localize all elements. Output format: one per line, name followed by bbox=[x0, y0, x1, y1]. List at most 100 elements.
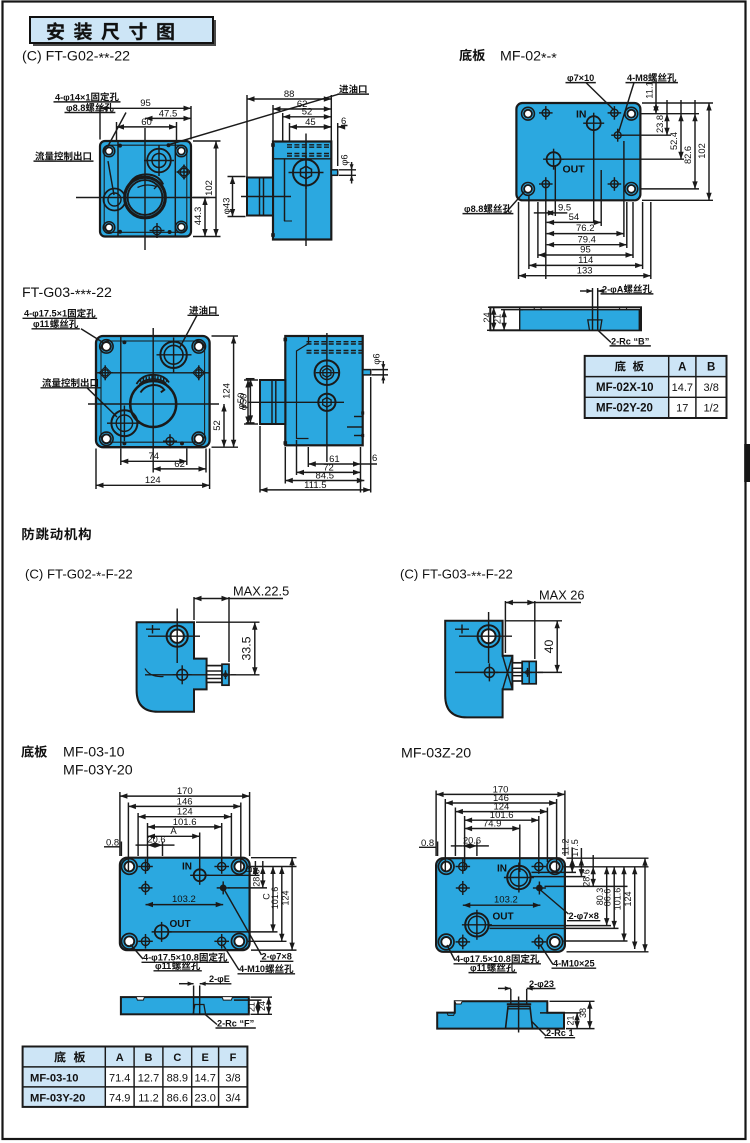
svg-text:0.8: 0.8 bbox=[421, 838, 434, 849]
svg-text:95: 95 bbox=[580, 245, 591, 256]
svg-text:0.8: 0.8 bbox=[106, 837, 119, 848]
svg-text:74: 74 bbox=[149, 451, 160, 462]
svg-text:φ50: φ50 bbox=[236, 393, 247, 410]
svg-text:6: 6 bbox=[372, 453, 377, 464]
svg-text:20.6: 20.6 bbox=[463, 836, 481, 846]
svg-text:52: 52 bbox=[302, 107, 313, 118]
svg-text:12.7: 12.7 bbox=[138, 1072, 159, 1084]
svg-text:φ43: φ43 bbox=[222, 198, 233, 215]
svg-text:86.6: 86.6 bbox=[167, 1092, 188, 1104]
svg-text:6: 6 bbox=[341, 116, 346, 127]
svg-text:62: 62 bbox=[297, 99, 308, 110]
svg-text:3/4: 3/4 bbox=[225, 1092, 240, 1104]
svg-text:B: B bbox=[707, 362, 715, 374]
svg-text:47.5: 47.5 bbox=[159, 108, 178, 119]
svg-text:OUT: OUT bbox=[493, 912, 514, 923]
svg-text:24: 24 bbox=[482, 312, 492, 322]
svg-text:146: 146 bbox=[177, 796, 193, 807]
svg-text:101.6: 101.6 bbox=[612, 888, 622, 911]
svg-text:4-φ17.5×1: 4-φ17.5×1 bbox=[24, 309, 67, 319]
svg-text:52.4: 52.4 bbox=[669, 132, 679, 150]
svg-text:OUT: OUT bbox=[170, 919, 191, 930]
svg-text:MAX.22.5: MAX.22.5 bbox=[233, 583, 289, 598]
svg-text:4-M8: 4-M8 bbox=[627, 73, 648, 83]
svg-text:38: 38 bbox=[578, 1008, 588, 1018]
svg-text:C: C bbox=[262, 893, 272, 900]
svg-text:95: 95 bbox=[140, 98, 151, 109]
svg-text:74.9: 74.9 bbox=[109, 1092, 130, 1104]
svg-text:2-φA: 2-φA bbox=[602, 284, 624, 294]
svg-text:2-Rc 1: 2-Rc 1 bbox=[546, 1028, 574, 1038]
svg-text:60: 60 bbox=[141, 117, 152, 128]
svg-text:1/2: 1/2 bbox=[704, 403, 719, 415]
svg-text:124: 124 bbox=[623, 891, 633, 906]
svg-text:MF-02Y-20: MF-02Y-20 bbox=[596, 403, 653, 415]
svg-text:84.5: 84.5 bbox=[316, 470, 335, 481]
svg-text:3/8: 3/8 bbox=[225, 1072, 240, 1084]
svg-text:17.5: 17.5 bbox=[570, 839, 580, 857]
svg-text:FT-G03-***​-22: FT-G03-***​-22 bbox=[22, 285, 112, 303]
svg-text:80.3: 80.3 bbox=[595, 888, 605, 906]
svg-text:14.7: 14.7 bbox=[672, 382, 693, 394]
svg-text:21: 21 bbox=[565, 1015, 575, 1025]
svg-text:88.9: 88.9 bbox=[167, 1072, 188, 1084]
svg-text:82.6: 82.6 bbox=[683, 146, 693, 164]
svg-text:4-M10×25: 4-M10×25 bbox=[553, 959, 595, 969]
svg-text:MF-02*​-*​: MF-02*​-*​ bbox=[500, 49, 557, 67]
svg-text:IN: IN bbox=[576, 109, 587, 121]
svg-text:21: 21 bbox=[246, 1002, 256, 1012]
svg-text:φ8.8: φ8.8 bbox=[464, 204, 483, 214]
svg-text:103.2: 103.2 bbox=[494, 894, 518, 905]
svg-text:φ6: φ6 bbox=[371, 353, 381, 364]
svg-text:133: 133 bbox=[577, 265, 593, 276]
svg-text:2-φE: 2-φE bbox=[209, 974, 230, 984]
svg-text:B: B bbox=[244, 866, 254, 872]
svg-text:45: 45 bbox=[305, 117, 316, 128]
svg-text:4-φ17.5×10.8: 4-φ17.5×10.8 bbox=[455, 954, 511, 964]
svg-text:124: 124 bbox=[177, 807, 193, 818]
svg-text:124: 124 bbox=[281, 890, 291, 905]
svg-text:17: 17 bbox=[676, 403, 688, 415]
svg-text:86.6: 86.6 bbox=[603, 889, 613, 907]
svg-text:79.4: 79.4 bbox=[577, 234, 596, 245]
svg-text:F: F bbox=[230, 1052, 237, 1064]
svg-text:2-φ7×8: 2-φ7×8 bbox=[569, 911, 599, 921]
svg-text:102: 102 bbox=[697, 143, 707, 159]
svg-text:MF-03Z-20: MF-03Z-20 bbox=[401, 746, 471, 762]
svg-text:11.2: 11.2 bbox=[138, 1092, 159, 1104]
svg-text:4-M10: 4-M10 bbox=[239, 964, 265, 974]
svg-text:3/8: 3/8 bbox=[704, 382, 719, 394]
svg-text:101.6: 101.6 bbox=[490, 810, 514, 821]
svg-text:54: 54 bbox=[569, 212, 580, 223]
svg-text:102: 102 bbox=[204, 180, 215, 196]
svg-text:2-Rc “B”: 2-Rc “B” bbox=[611, 336, 649, 346]
svg-text:72: 72 bbox=[323, 462, 334, 473]
svg-text:111.5: 111.5 bbox=[304, 480, 326, 491]
svg-text:A: A bbox=[116, 1052, 124, 1064]
svg-text:124: 124 bbox=[222, 383, 233, 399]
svg-text:A: A bbox=[170, 826, 177, 837]
svg-text:9.5: 9.5 bbox=[558, 203, 571, 214]
svg-text:28.6: 28.6 bbox=[251, 869, 261, 887]
svg-text:MAX 26: MAX 26 bbox=[539, 587, 585, 602]
svg-text:28.6: 28.6 bbox=[582, 869, 592, 887]
svg-text:33.5: 33.5 bbox=[240, 636, 254, 660]
svg-text:40: 40 bbox=[542, 640, 556, 654]
svg-text:4-φ14×1: 4-φ14×1 bbox=[55, 92, 90, 102]
svg-text:20.6: 20.6 bbox=[148, 835, 166, 845]
svg-text:101.6: 101.6 bbox=[270, 887, 280, 910]
svg-text:IN: IN bbox=[182, 862, 192, 873]
svg-text:103.2: 103.2 bbox=[172, 894, 196, 905]
svg-text:(C) FT-G02-**​-22: (C) FT-G02-**​-22 bbox=[22, 49, 130, 67]
svg-text:φ50: φ50 bbox=[239, 394, 250, 411]
svg-text:23.0: 23.0 bbox=[194, 1092, 215, 1104]
svg-text:A: A bbox=[678, 362, 686, 374]
svg-text:21: 21 bbox=[492, 314, 502, 324]
svg-text:C: C bbox=[173, 1052, 181, 1064]
svg-text:B: B bbox=[145, 1052, 153, 1064]
svg-text:MF-03Y-20: MF-03Y-20 bbox=[30, 1092, 85, 1104]
svg-text:11.2: 11.2 bbox=[561, 839, 571, 856]
svg-text:44.3: 44.3 bbox=[193, 207, 204, 226]
svg-text:IN: IN bbox=[497, 864, 507, 875]
svg-text:OUT: OUT bbox=[563, 164, 586, 176]
